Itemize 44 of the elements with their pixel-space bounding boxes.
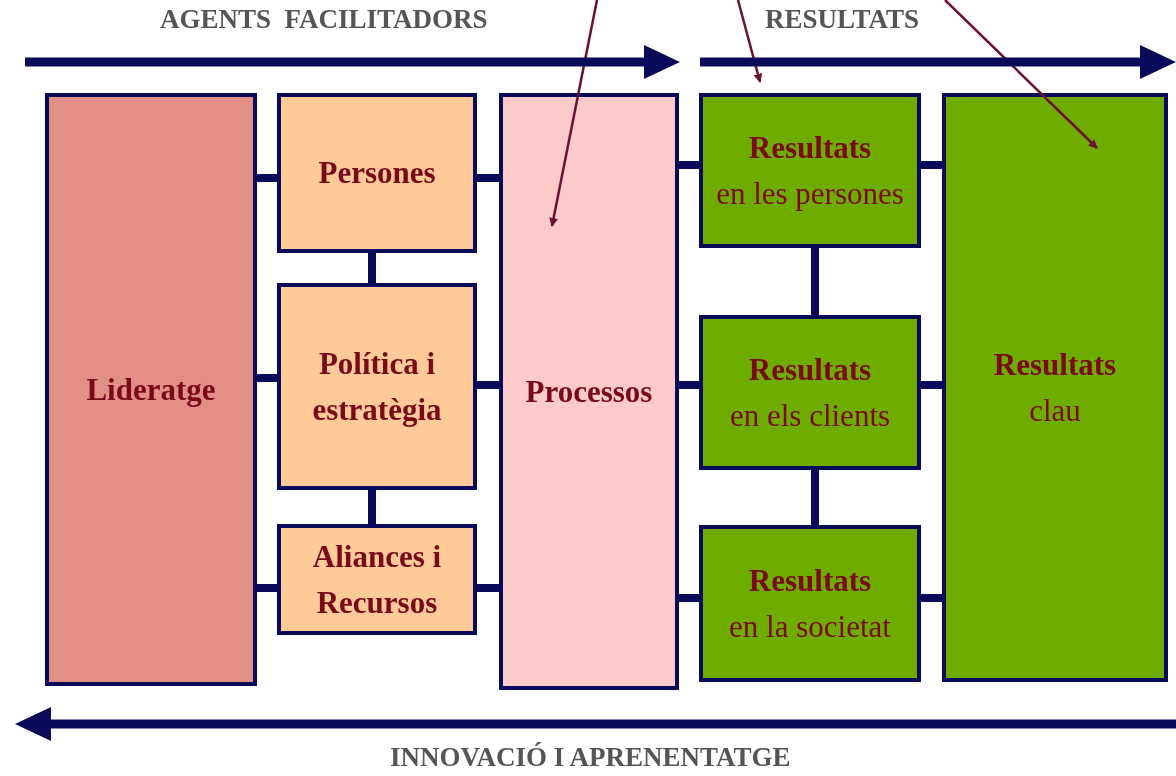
box-title: Resultats bbox=[748, 350, 872, 389]
box-title: Resultats bbox=[748, 128, 872, 167]
box-title: Política i estratègia bbox=[311, 344, 443, 429]
box-title: Processos bbox=[525, 372, 653, 411]
arrow bbox=[736, 0, 763, 83]
connector-line bbox=[679, 594, 699, 602]
connector-line bbox=[477, 174, 499, 182]
connector-line bbox=[257, 374, 277, 382]
box-subtitle: clau bbox=[1029, 391, 1081, 430]
connector-line bbox=[679, 161, 699, 169]
enabler-box bbox=[277, 283, 477, 490]
process-box bbox=[499, 93, 679, 690]
connector-line bbox=[811, 248, 819, 315]
section-heading: INNOVACIÓ I APRENENTATGE bbox=[390, 742, 791, 773]
box-title: Resultats bbox=[993, 345, 1117, 384]
box-subtitle: en la societat bbox=[729, 607, 891, 646]
section-heading: AGENTS FACILITADORS bbox=[160, 4, 488, 35]
section-heading: RESULTATS bbox=[765, 4, 920, 35]
arrow bbox=[549, 0, 599, 227]
box-title: Aliances i Recursos bbox=[311, 537, 443, 622]
connector-line bbox=[921, 381, 942, 389]
connector-line bbox=[257, 584, 277, 592]
enabler-box bbox=[277, 524, 477, 635]
connector-line bbox=[257, 174, 277, 182]
box-subtitle: en els clients bbox=[729, 396, 891, 435]
box-title: Resultats bbox=[748, 561, 872, 600]
box-title: Persones bbox=[318, 154, 436, 192]
box-subtitle: en les persones bbox=[716, 174, 904, 213]
result-box bbox=[699, 315, 921, 470]
enabler-box bbox=[277, 93, 477, 253]
connector-line bbox=[679, 381, 699, 389]
arrow bbox=[944, 0, 1098, 149]
connector-line bbox=[477, 381, 499, 389]
leadership-box bbox=[45, 93, 257, 686]
result-box bbox=[699, 525, 921, 682]
box-title: Lideratge bbox=[86, 370, 216, 409]
connector-line bbox=[368, 490, 376, 524]
connector-line bbox=[477, 584, 499, 592]
key-result-box bbox=[942, 93, 1168, 682]
connector-line bbox=[368, 253, 376, 283]
connector-line bbox=[811, 470, 819, 525]
connector-line bbox=[921, 594, 942, 602]
connector-line bbox=[921, 161, 942, 169]
result-box bbox=[699, 93, 921, 248]
